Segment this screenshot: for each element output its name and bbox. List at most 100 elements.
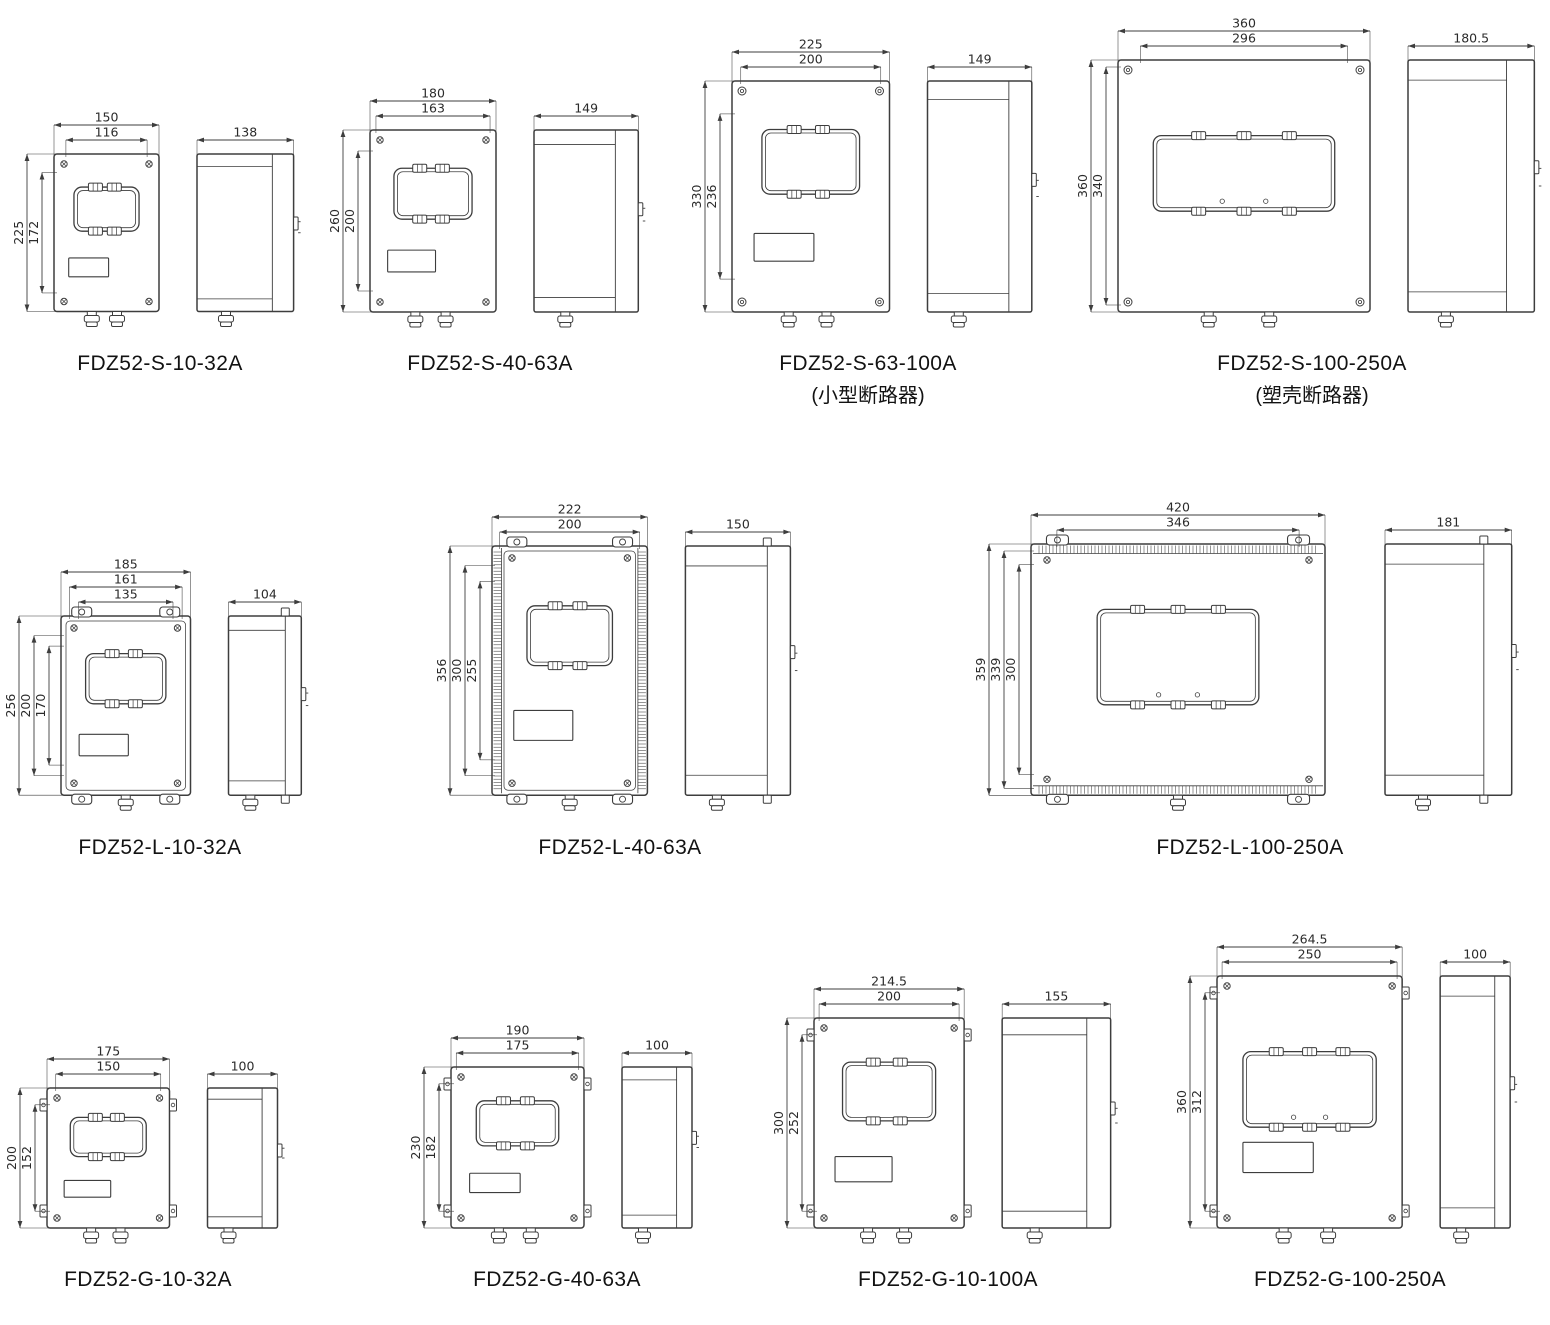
front-view (1116, 59, 1371, 328)
front-view (491, 536, 649, 811)
dimension-label: 163 (421, 101, 445, 116)
dimension-label: 360 (1232, 16, 1256, 31)
dimension-label: 175 (96, 1044, 120, 1059)
side-view (1406, 59, 1541, 328)
dimension-label: 135 (114, 587, 138, 602)
dimension-label: 149 (968, 52, 992, 67)
front-view (1209, 975, 1410, 1244)
dimension-label: 236 (704, 185, 719, 209)
dimension-label: 152 (19, 1146, 34, 1170)
dimension-label: 150 (96, 1059, 120, 1074)
side-view (227, 607, 309, 811)
side-view (620, 1066, 699, 1244)
side-view (684, 537, 798, 811)
dimension-label: 200 (877, 989, 901, 1004)
model-label: FDZ52-L-10-32A (78, 836, 242, 859)
front-view (443, 1066, 591, 1244)
dimension-label: 181 (1436, 515, 1460, 530)
dimension-label: 260 (327, 209, 342, 233)
dimension-label: 359 (973, 658, 988, 682)
dimension-label: 225 (799, 37, 823, 52)
dimension-label: 138 (233, 125, 257, 140)
dimension-label: 255 (464, 659, 479, 683)
dimension-label: 256 (3, 694, 18, 718)
side-view (1439, 975, 1518, 1244)
dimension-label: 172 (26, 221, 41, 245)
dimension-label: 200 (18, 694, 33, 718)
dimension-label: 300 (449, 659, 464, 683)
dimension-label: 149 (574, 101, 598, 116)
dimension-label: 300 (1003, 658, 1018, 682)
dimension-label: 346 (1166, 515, 1190, 530)
dimension-label: 100 (1463, 947, 1487, 962)
dimension-label: 264.5 (1292, 932, 1328, 947)
dimension-label: 339 (988, 658, 1003, 682)
model-sublabel: (塑壳断路器) (1255, 385, 1369, 407)
front-view (806, 1017, 972, 1244)
dimension-label: 252 (786, 1111, 801, 1135)
dimension-label: 150 (95, 110, 119, 125)
model-label: FDZ52-G-100-250A (1254, 1268, 1446, 1291)
model-label: FDZ52-G-10-100A (858, 1268, 1038, 1291)
dimension-label: 185 (114, 557, 138, 572)
dimension-label: 175 (505, 1038, 529, 1053)
dimension-label: 360 (1174, 1090, 1189, 1114)
front-view (368, 129, 497, 328)
dimension-label: 356 (434, 659, 449, 683)
front-view (53, 153, 160, 327)
dimension-label: 225 (11, 221, 26, 245)
dimension-label: 170 (33, 694, 48, 718)
dimension-label: 150 (726, 517, 750, 532)
dimension-label: 180 (421, 86, 445, 101)
model-label: FDZ52-S-40-63A (407, 352, 573, 375)
dimension-label: 104 (253, 587, 277, 602)
front-view (1030, 534, 1326, 811)
dimension-label: 296 (1232, 31, 1256, 46)
side-view (206, 1087, 284, 1244)
dimension-label: 214.5 (871, 974, 907, 989)
dimension-label: 230 (408, 1136, 423, 1160)
model-label: FDZ52-G-10-32A (64, 1268, 232, 1291)
dimension-label: 180.5 (1453, 31, 1489, 46)
dimension-label: 161 (114, 572, 138, 587)
side-view (926, 80, 1039, 328)
model-label: FDZ52-S-63-100A (779, 352, 957, 375)
side-view (1000, 1017, 1118, 1244)
dimension-label: 182 (423, 1136, 438, 1160)
side-view (196, 153, 301, 327)
dimension-label: 250 (1298, 947, 1322, 962)
dimension-label: 200 (4, 1146, 19, 1170)
model-label: FDZ52-S-100-250A (1217, 352, 1407, 375)
dimension-label: 200 (558, 517, 582, 532)
dimension-label: 190 (505, 1023, 529, 1038)
